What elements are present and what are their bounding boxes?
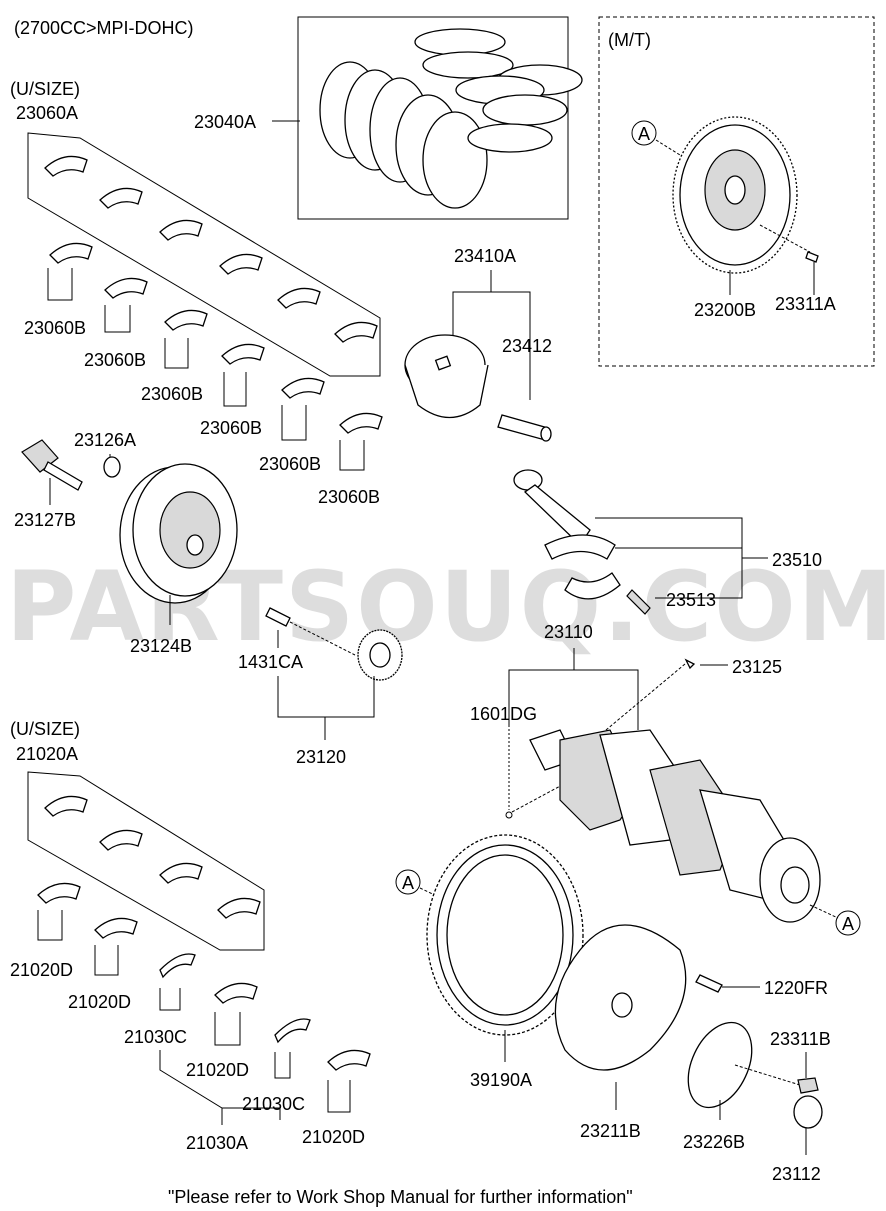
label-23124B: 23124B: [130, 636, 192, 656]
label-23060B-2: 23060B: [84, 350, 146, 370]
lower-bearing-shells: [49, 242, 383, 434]
label-23112: 23112: [772, 1164, 821, 1184]
mt-section-box: [598, 16, 875, 367]
marker-a-mt: [631, 120, 657, 146]
label-23060B-1: 23060B: [24, 318, 86, 338]
label-23127B: 23127B: [14, 510, 76, 530]
bolt-23127B: [21, 439, 83, 491]
label-23311A: 23311A: [775, 294, 836, 314]
mt-section-label: (M/T): [608, 30, 651, 50]
washer-23126A: [103, 456, 121, 478]
marker-a-ring-text: A: [402, 873, 414, 893]
label-23513: 23513: [666, 590, 716, 610]
marker-a-crank-text: A: [842, 914, 854, 934]
label-23226B: 23226B: [683, 1132, 745, 1152]
label-21030C-1: 21030C: [124, 1027, 187, 1047]
piston-pin: [497, 414, 552, 442]
label-23110: 23110: [544, 622, 593, 642]
bolt-1220FR: [695, 974, 723, 993]
label-23060B-3: 23060B: [141, 384, 203, 404]
label-23060B-4: 23060B: [200, 418, 262, 438]
marker-a-ring: [395, 869, 421, 895]
label-21020A: 21020A: [16, 744, 78, 764]
label-23311B: 23311B: [770, 1029, 831, 1049]
crankshaft-pulley: [119, 463, 238, 604]
sprocket-23120: [357, 629, 403, 681]
bearing-set-23060A: [27, 132, 381, 377]
label-1431CA: 1431CA: [238, 652, 303, 672]
label-23126A: 23126A: [74, 430, 136, 450]
label-21030C-2: 21030C: [242, 1094, 305, 1114]
label-39190A: 39190A: [470, 1070, 532, 1090]
label-23200B: 23200B: [694, 300, 756, 320]
marker-a-crank: [835, 910, 861, 936]
label-23040A: 23040A: [194, 112, 256, 132]
pin-1431CA: [265, 607, 291, 627]
engine-spec: (2700CC>MPI-DOHC): [14, 18, 194, 38]
footer-note: "Please refer to Work Shop Manual for fu…: [168, 1187, 633, 1207]
label-23410A: 23410A: [454, 246, 516, 266]
thrust-bearing-lower-shells: [37, 882, 371, 1071]
label-23060B-6: 23060B: [318, 487, 380, 507]
piston-ring-set: [319, 28, 583, 209]
label-23125: 23125: [732, 657, 782, 677]
adapter-plate-23226B: [687, 1021, 753, 1109]
drive-plate-23211B: [554, 924, 687, 1071]
crankshaft: [529, 729, 821, 923]
label-1220FR: 1220FR: [764, 978, 828, 998]
bushing-23112: [793, 1095, 823, 1129]
label-21030A: 21030A: [186, 1133, 248, 1153]
bolt-23311B: [797, 1077, 819, 1094]
label-23060A: 23060A: [16, 103, 78, 123]
bolt-23311A: [805, 251, 819, 263]
key-23125: [684, 658, 696, 670]
ring-gear-39190A: [426, 834, 584, 1036]
marker-a-mt-text: A: [638, 124, 650, 144]
thrust-washers: [159, 953, 311, 1044]
label-21020D-2: 21020D: [68, 992, 131, 1012]
bearing-set-21020A: [27, 771, 265, 951]
label-21020D-3: 21020D: [186, 1060, 249, 1080]
ring-set-box: [297, 16, 569, 220]
label-23060B-5: 23060B: [259, 454, 321, 474]
dowel-1601DG: [505, 811, 513, 819]
connecting-rod: [513, 469, 651, 615]
u-size-label-2: (U/SIZE): [10, 719, 80, 739]
label-21020D-4: 21020D: [302, 1127, 365, 1147]
upper-bearing-shells: [44, 155, 378, 343]
label-23510: 23510: [772, 550, 822, 570]
thrust-bearing-upper-shells: [44, 795, 261, 919]
label-23412: 23412: [502, 336, 552, 356]
u-size-label-1: (U/SIZE): [10, 79, 80, 99]
label-21020D-1: 21020D: [10, 960, 73, 980]
label-1601DG: 1601DG: [470, 704, 537, 724]
label-23211B: 23211B: [580, 1121, 641, 1141]
piston: [404, 334, 489, 418]
label-23120: 23120: [296, 747, 346, 767]
mt-flywheel: [672, 116, 798, 274]
